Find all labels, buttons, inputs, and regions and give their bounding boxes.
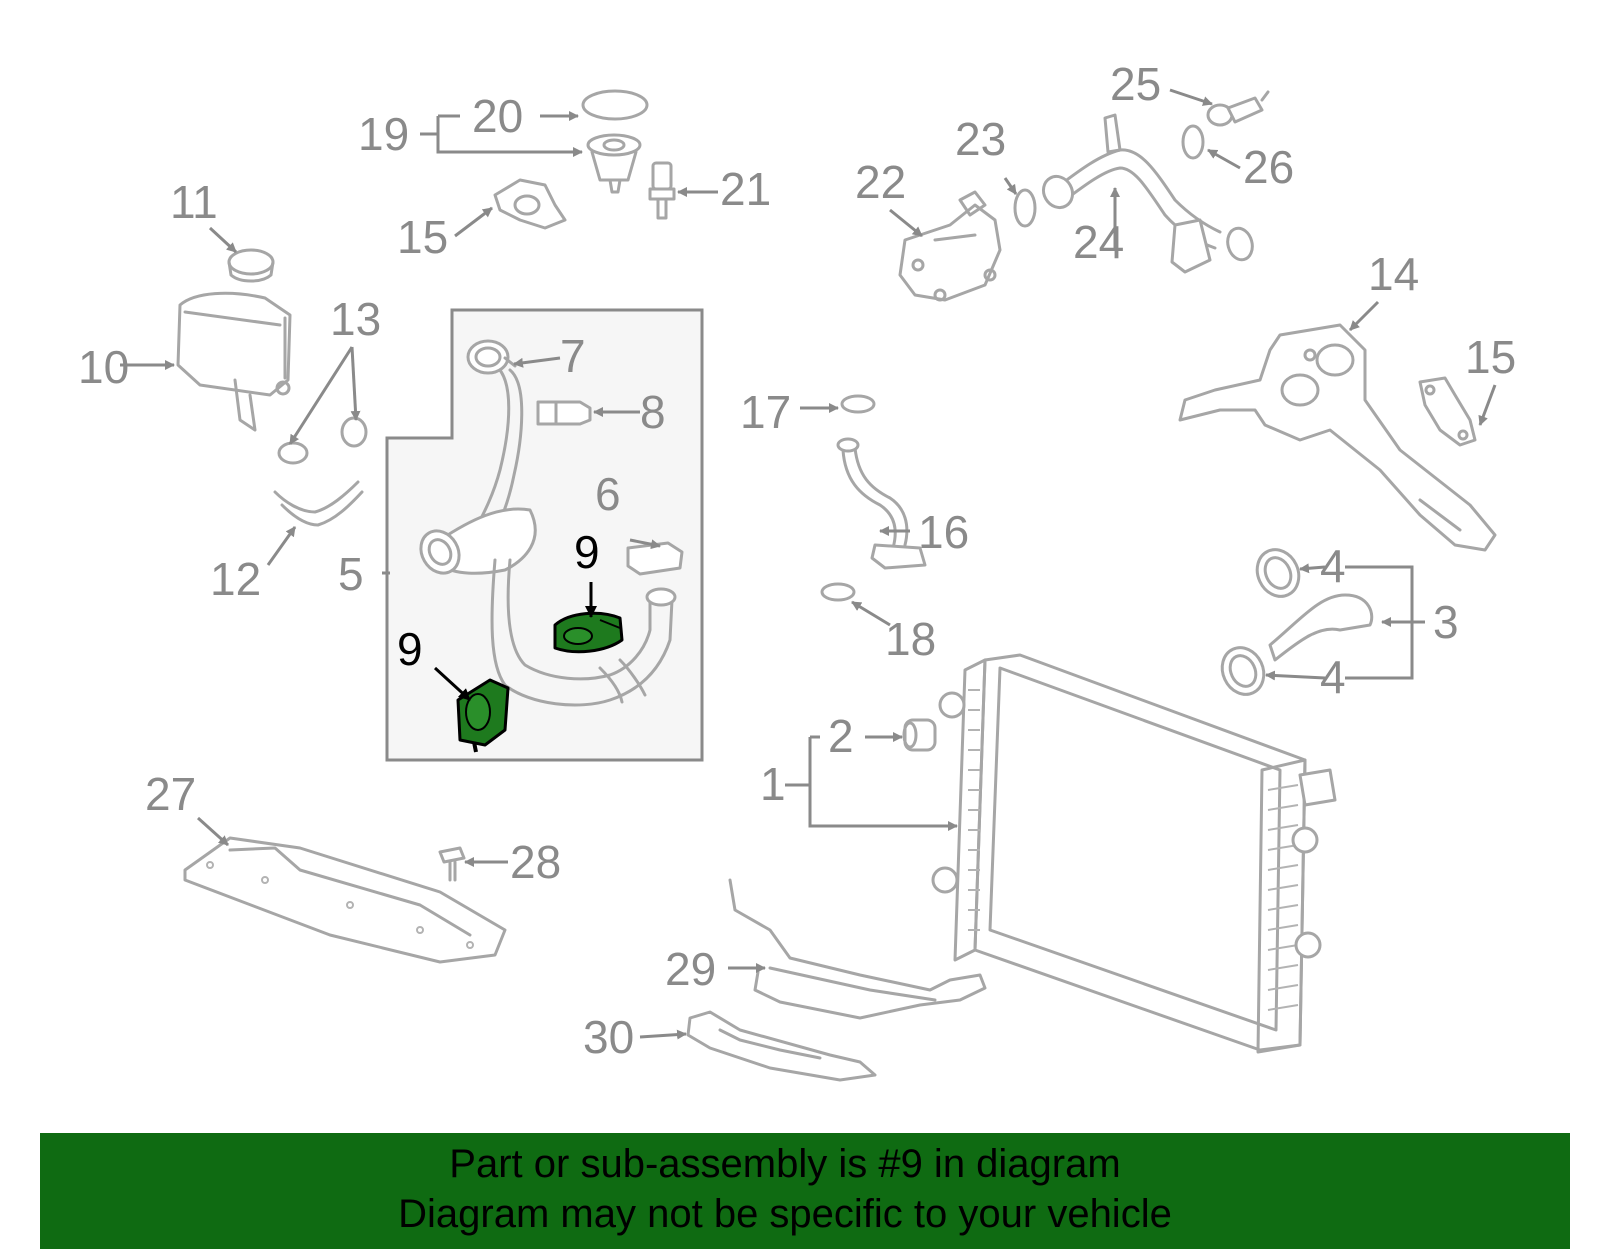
callout-21: 21 [720,163,771,215]
lower-hose [1268,593,1374,662]
callout-1: 1 [760,758,786,810]
callout-26: 26 [1243,141,1294,193]
callout-16: 16 [918,506,969,558]
callout-4-upper: 4 [1320,540,1346,592]
callout-4-lower: 4 [1320,651,1346,703]
water-inlet-pipe [1041,113,1254,274]
thermostat-housing [898,190,1002,302]
callout-23: 23 [955,113,1006,165]
callout-13: 13 [330,293,381,345]
callout-7: 7 [560,330,586,382]
callout-27: 27 [145,768,196,820]
callout-20: 20 [472,90,523,142]
callout-5: 5 [338,548,364,600]
reservoir-hose-clamp-b [340,416,368,448]
radiator-hose-assembly [419,363,677,707]
callout-30: 30 [583,1011,634,1063]
water-outlet-housing [1178,323,1497,552]
radiator [931,653,1337,1054]
banner-line-1: Part or sub-assembly is #9 in diagram [449,1142,1121,1186]
callout-11: 11 [170,176,218,228]
callout-29: 29 [665,943,716,995]
callout-2: 2 [828,710,854,762]
callout-3: 3 [1433,596,1459,648]
callout-22: 22 [855,156,906,208]
banner-line-2: Diagram may not be specific to your vehi… [398,1192,1172,1236]
callout-18: 18 [885,613,936,665]
coolant-temp-sensor [648,161,676,220]
bypass-pipe [836,437,927,570]
gasket-15-right [1418,376,1477,447]
reservoir-cap [227,248,275,283]
info-banner: Part or sub-assembly is #9 in diagram Di… [40,1133,1570,1249]
o-ring-23 [1013,188,1037,228]
callout-15-right: 15 [1465,331,1516,383]
callout-24: 24 [1073,216,1124,268]
hose-bracket-upper-highlight [553,611,624,654]
reservoir-hose [273,480,364,527]
callout-14: 14 [1368,248,1419,300]
hose-clamp-lower [1220,646,1266,696]
callout-6: 6 [595,468,621,520]
lower-radiator-baffle [686,1010,877,1082]
radiator-bushing [902,718,937,752]
o-ring-17 [840,394,876,414]
callout-9-upper: 9 [574,526,600,578]
hose-clamp-upper [1255,548,1301,598]
thermostat [586,133,642,194]
callout-28: 28 [510,836,561,888]
callout-10: 10 [78,341,129,393]
o-ring-26 [1181,124,1205,160]
hose-assembly-box [385,308,704,762]
gasket-15-top [493,178,567,230]
temperature-sensor-8 [536,400,592,426]
o-ring-18 [820,582,856,602]
callout-15-top: 15 [397,211,448,263]
bleeder-cap-6 [626,541,684,576]
thermostat-gasket-20 [581,89,649,121]
lower-air-deflector [183,836,507,964]
callout-17: 17 [740,386,791,438]
callout-19: 19 [358,108,409,160]
radiator-air-baffle [728,878,987,1020]
callout-9-lower: 9 [397,623,423,675]
push-pin-retainer [438,846,466,882]
callout-12: 12 [210,553,261,605]
callout-25: 25 [1110,58,1161,110]
coolant-reservoir [176,291,292,432]
callout-8: 8 [640,386,666,438]
hose-clamp-7 [466,339,517,375]
reservoir-hose-clamp-a [277,441,309,465]
bleeder-fitting [1206,90,1270,127]
